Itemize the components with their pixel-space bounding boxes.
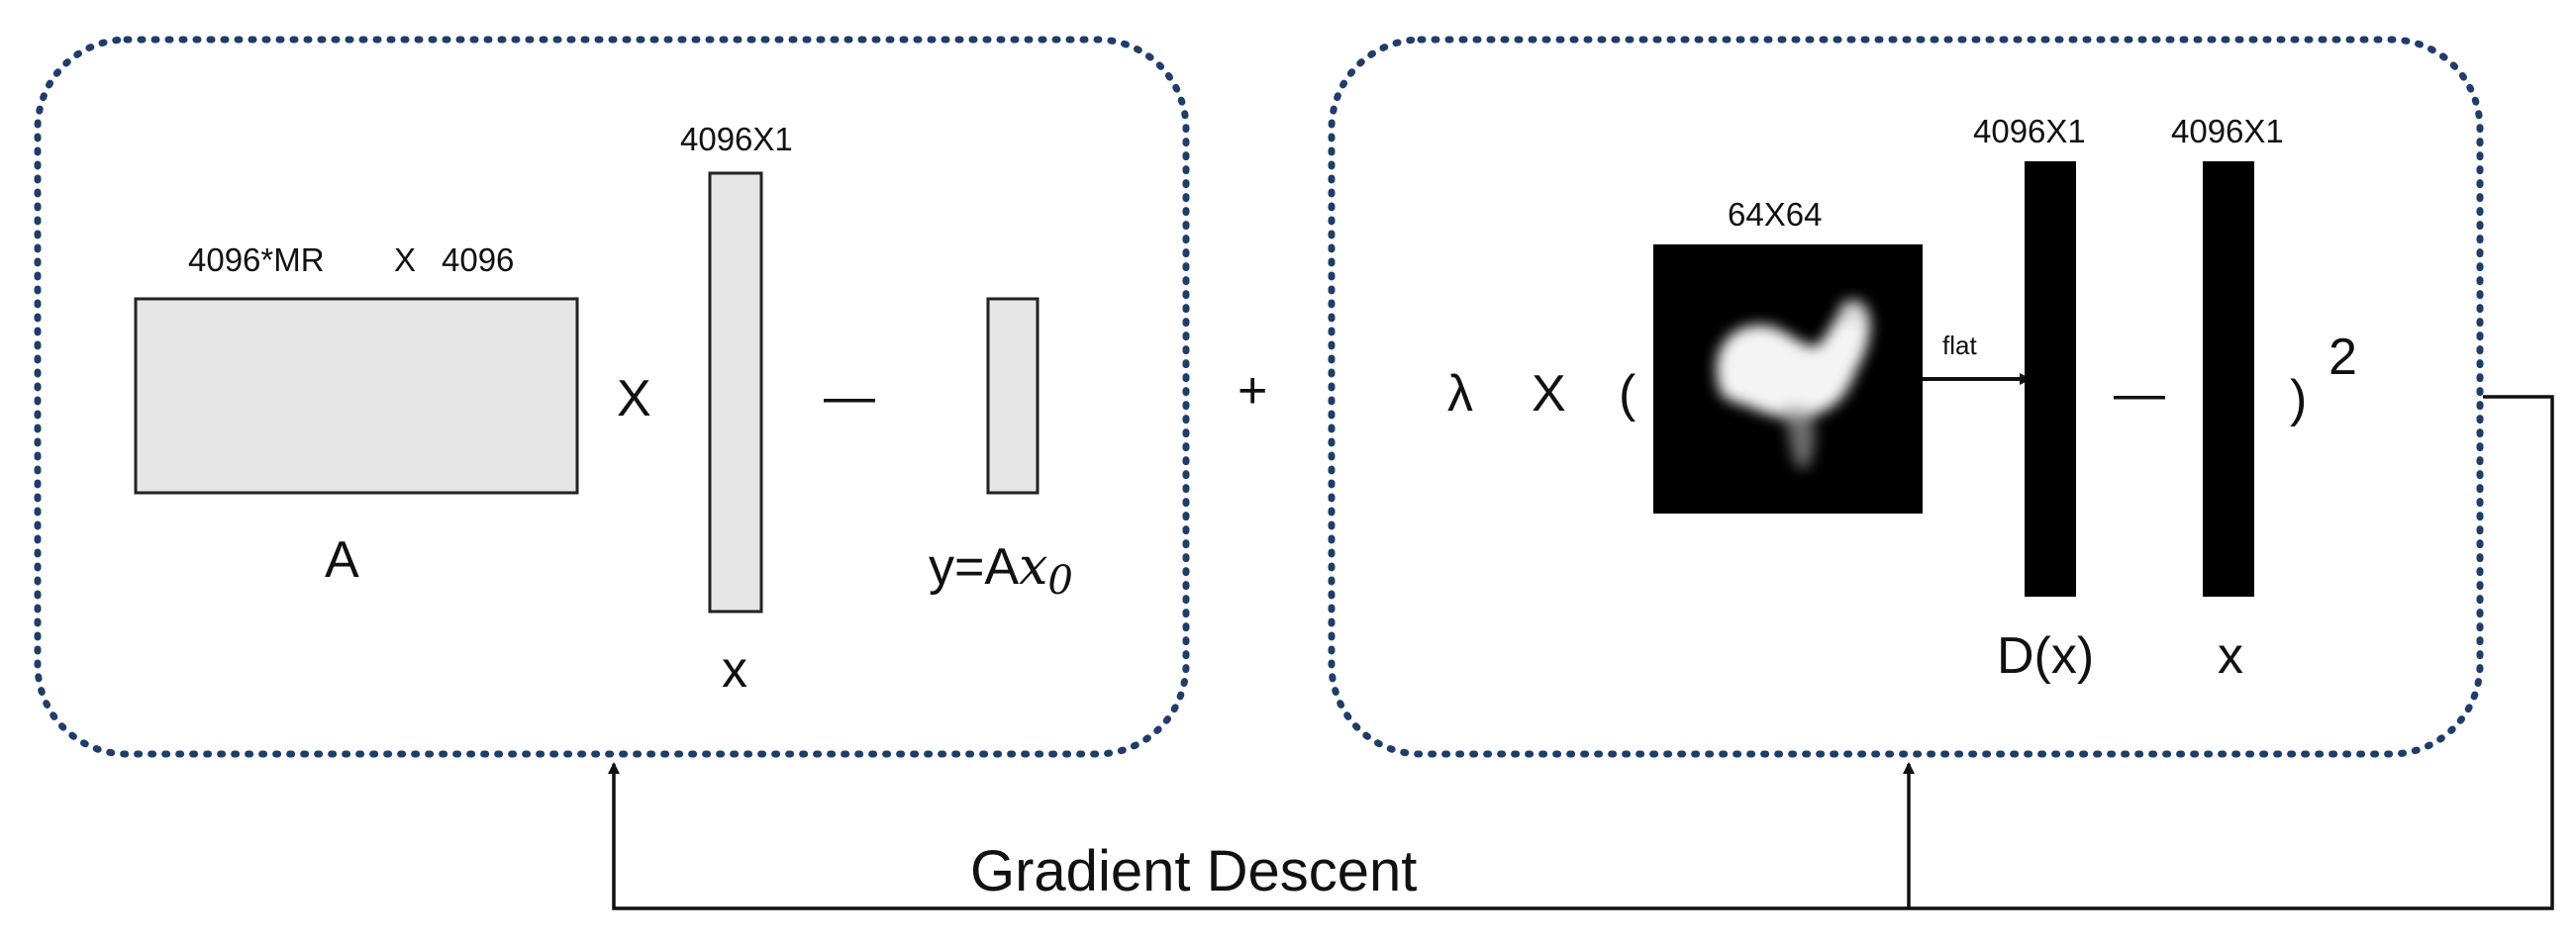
generated-image	[1653, 244, 1923, 514]
vector-x-label: x	[722, 641, 747, 699]
measurement-label: y=Ax0	[929, 537, 1073, 604]
matrix-dims-right: 4096	[442, 241, 514, 278]
open-paren: (	[1619, 365, 1636, 423]
times-sign-left: X	[617, 370, 651, 427]
close-paren: )	[2290, 370, 2307, 427]
matrix-a	[134, 297, 579, 495]
times-sign-right: X	[1532, 365, 1566, 423]
measurement-label-sub: 0	[1047, 558, 1072, 604]
matrix-dims-times: X	[394, 241, 416, 278]
flat-label: flat	[1942, 331, 1977, 360]
minus-sign-right: —	[2114, 365, 2165, 423]
vector-y	[986, 297, 1040, 495]
x-label-right: x	[2218, 627, 2243, 685]
matrix-dims-label: 4096*MR	[188, 241, 325, 278]
lambda-symbol: λ	[1447, 365, 1473, 423]
dx-vector-dims: 4096X1	[1973, 113, 2086, 149]
x-vector-dims: 4096X1	[2171, 113, 2284, 149]
gradient-descent-label: Gradient Descent	[970, 839, 1417, 903]
vector-x	[708, 171, 763, 614]
measurement-label-var: x	[1019, 537, 1047, 597]
vector-x-dims: 4096X1	[680, 121, 793, 157]
minus-sign-left: —	[824, 368, 875, 425]
dx-label: D(x)	[1997, 627, 2094, 685]
dx-vector	[2025, 161, 2076, 597]
feedback-loop-line	[608, 395, 2554, 910]
right-panel-border	[1328, 36, 2484, 758]
left-panel-border	[34, 36, 1190, 758]
image-dims: 64X64	[1728, 196, 1822, 233]
measurement-label-prefix: y=A	[929, 538, 1019, 596]
exponent: 2	[2328, 329, 2357, 386]
matrix-a-label: A	[325, 531, 359, 589]
x-vector-right	[2203, 161, 2254, 597]
plus-sign: +	[1238, 362, 1267, 420]
